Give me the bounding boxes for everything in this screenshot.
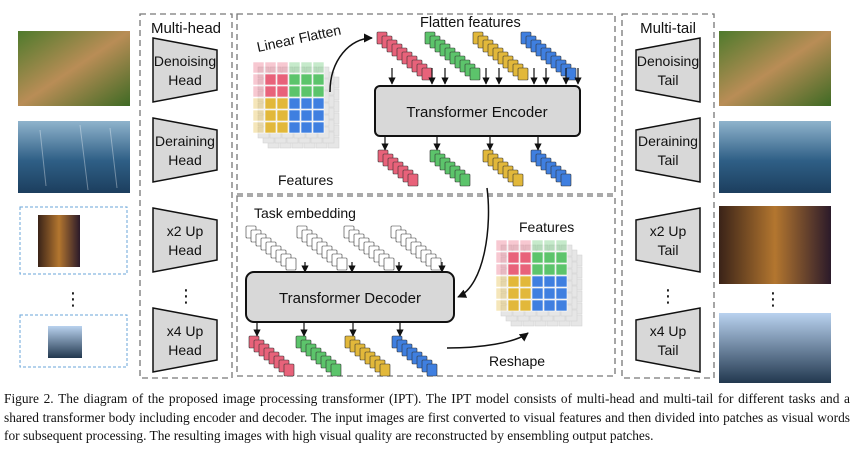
encoder-out-seq-yellow	[482, 149, 524, 187]
decoder-out-seq-blue	[391, 335, 438, 377]
flatten-seq-blue	[520, 31, 577, 81]
input-image-denoising	[18, 31, 130, 106]
encoder-to-decoder-arrow	[457, 187, 490, 298]
head-2: x2 Up Head	[152, 207, 218, 273]
features-top-label: Features	[278, 172, 333, 188]
head-0-line2: Head	[168, 72, 201, 88]
transformer-encoder-box	[374, 85, 581, 137]
head-2-line1: x2 Up	[167, 223, 204, 239]
tail-3-line2: Tail	[657, 342, 678, 358]
tail-1-line2: Tail	[657, 152, 678, 168]
ipt-diagram: ⋮ ⋮ Multi-head DenoisingHeadDerainingHea…	[18, 13, 831, 383]
output-ellipsis: ⋮	[764, 289, 782, 309]
output-image-deraining	[719, 121, 831, 193]
features-cube-top	[252, 61, 340, 149]
output-image-denoising	[719, 31, 831, 106]
tail-3: x4 Up Tail	[635, 307, 701, 373]
multi-head-label: Multi-head	[151, 20, 221, 37]
head-2-line2: Head	[168, 242, 201, 258]
head-3-line2: Head	[168, 342, 201, 358]
head-1-line2: Head	[168, 152, 201, 168]
flatten-features-label: Flatten features	[420, 15, 521, 31]
head-0-line1: Denoising	[154, 53, 216, 69]
task-embed-seq-1	[296, 225, 348, 271]
input-ellipsis: ⋮	[64, 289, 82, 309]
reshape-label: Reshape	[489, 353, 545, 369]
head-ellipsis: ⋮	[177, 286, 195, 306]
encoder-out-seq-red	[377, 149, 419, 187]
flatten-seq-green	[424, 31, 481, 81]
reshape-arrow	[446, 332, 529, 349]
transformer-decoder-box	[245, 271, 455, 323]
decoder-region: Task embedding Transformer Decoder Featu…	[236, 195, 616, 377]
head-3: x4 Up Head	[152, 307, 218, 373]
input-image-x2	[38, 215, 80, 267]
tail-2-line2: Tail	[657, 242, 678, 258]
input-image-x4	[48, 326, 82, 358]
caption-text: The diagram of the proposed image proces…	[4, 391, 850, 443]
multi-tail-panel: Multi-tail DenoisingTailDerainingTailx2 …	[621, 13, 715, 379]
decoder-out-seq-yellow	[344, 335, 391, 377]
input-image-x2-frame	[19, 206, 128, 275]
task-embed-seq-2	[343, 225, 395, 271]
tail-0-line2: Tail	[657, 72, 678, 88]
linear-flatten-label: Linear Flatten	[255, 21, 342, 54]
tail-0-line1: Denoising	[637, 53, 699, 69]
decoder-out-seq-green	[295, 335, 342, 377]
encoder-label: Transformer Encoder	[406, 104, 547, 121]
multi-tail-label: Multi-tail	[640, 20, 696, 37]
input-images: ⋮	[18, 31, 130, 368]
multi-head-panel: Multi-head DenoisingHeadDerainingHeadx2 …	[139, 13, 233, 379]
encoder-out-seq-blue	[530, 149, 572, 187]
figure-caption: Figure 2. The diagram of the proposed im…	[4, 390, 850, 446]
encoder-out-seq-green	[429, 149, 471, 187]
tail-2-line1: x2 Up	[650, 223, 687, 239]
caption-label: Figure 2.	[4, 391, 54, 406]
head-3-line1: x4 Up	[167, 323, 204, 339]
flatten-seq-red	[376, 31, 433, 81]
features-cube-bottom	[495, 239, 583, 327]
flatten-seq-yellow	[472, 31, 529, 81]
task-embed-seq-3	[390, 225, 442, 271]
tail-3-line1: x4 Up	[650, 323, 687, 339]
input-image-deraining	[18, 121, 130, 193]
head-1-line1: Deraining	[155, 133, 215, 149]
tail-1-line1: Deraining	[638, 133, 698, 149]
output-image-x4	[719, 313, 831, 383]
encoder-region: Linear Flatten Flatten features Features…	[236, 13, 616, 195]
tail-2: x2 Up Tail	[635, 207, 701, 273]
task-embedding-label: Task embedding	[254, 205, 356, 221]
features-bottom-label: Features	[519, 219, 574, 235]
tail-ellipsis: ⋮	[659, 286, 677, 306]
decoder-out-seq-red	[248, 335, 295, 377]
flatten-arrow	[329, 33, 373, 93]
task-embed-seq-0	[245, 225, 297, 271]
output-images: ⋮	[719, 31, 831, 383]
input-image-x4-frame	[19, 314, 128, 368]
decoder-label: Transformer Decoder	[279, 290, 421, 307]
output-image-x2	[719, 206, 831, 284]
